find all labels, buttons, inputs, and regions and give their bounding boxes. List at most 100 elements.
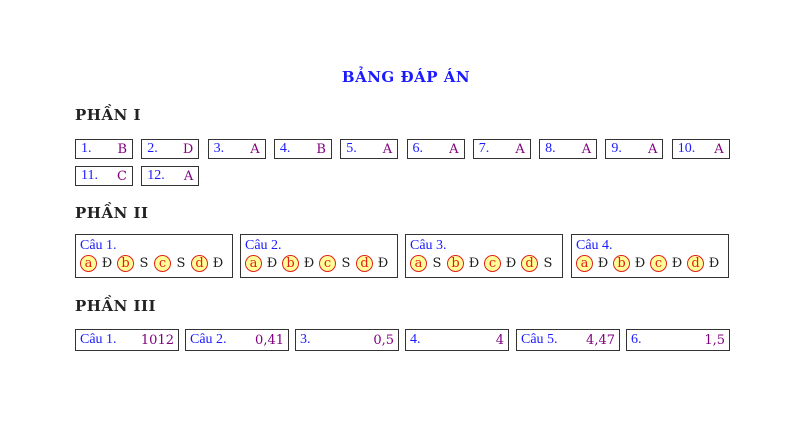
option-circle: a xyxy=(410,255,427,272)
part3-heading: PHẦN III xyxy=(75,297,157,315)
question-label: Câu 2. xyxy=(245,238,282,253)
question-number: 11. xyxy=(81,168,98,183)
short-answer-box: 4.4 xyxy=(405,329,509,351)
question-number: 6. xyxy=(412,141,424,156)
option-value: Đ xyxy=(303,256,315,271)
short-answer-box: Câu 1. 1012 xyxy=(75,329,179,351)
answer: B xyxy=(117,141,127,157)
option-circle: c xyxy=(319,255,336,272)
answer: A xyxy=(250,141,260,157)
question-label: 4. xyxy=(410,332,421,347)
option-circle: a xyxy=(80,255,97,272)
answer: A xyxy=(714,141,724,157)
option-value: Đ xyxy=(671,256,683,271)
question-number: 4. xyxy=(279,141,291,156)
question-label: 6. xyxy=(631,332,642,347)
question-number: 10. xyxy=(677,141,696,156)
question-number: 8. xyxy=(545,141,556,156)
option-circle: b xyxy=(282,255,299,272)
option-value: Đ xyxy=(597,256,609,271)
option-value: Đ xyxy=(266,256,278,271)
answer: 0,41 xyxy=(255,332,284,348)
answer-box: 7. A xyxy=(472,139,531,159)
option-circle: d xyxy=(687,255,704,272)
answer-box: 8. A xyxy=(539,139,598,159)
question-number: 2. xyxy=(147,141,158,156)
answer: 4 xyxy=(495,332,504,348)
question-label: Câu 1. xyxy=(80,238,117,253)
answer-box: 2. D xyxy=(141,139,200,159)
answer: B xyxy=(316,141,326,157)
option-circle: a xyxy=(576,255,593,272)
answer-box: 3. A xyxy=(207,139,266,159)
option-circle: c xyxy=(650,255,667,272)
answer-box: 1. B xyxy=(75,139,133,159)
question-number: 9. xyxy=(611,141,622,156)
answer-box: 11. C xyxy=(75,166,133,186)
page-title: BẢNG ĐÁP ÁN xyxy=(341,68,471,86)
option-value: Đ xyxy=(505,256,517,271)
part2-heading: PHẦN II xyxy=(75,204,149,222)
answer: A xyxy=(515,141,525,157)
option-value: Đ xyxy=(212,256,224,271)
question-number: 5. xyxy=(346,141,357,156)
answer: C xyxy=(117,168,127,184)
option-value: Đ xyxy=(708,256,720,271)
short-answer-box: Câu 2. 0,41 xyxy=(185,329,289,351)
answer-box: 10. A xyxy=(671,139,730,159)
question-number: 12. xyxy=(147,168,165,183)
option-value: Đ xyxy=(377,256,389,271)
answer: 1,5 xyxy=(704,332,725,348)
question-label: 3. xyxy=(300,332,311,347)
short-answer-box: 3. 0,5 xyxy=(295,329,399,351)
answer-box: 12.A xyxy=(141,166,200,186)
option-value: S xyxy=(432,256,442,271)
question-label: Câu 3. xyxy=(410,238,447,253)
question-label: Câu 4. xyxy=(576,238,613,253)
answer: 1012 xyxy=(140,332,174,348)
answer: 4,47 xyxy=(586,332,615,348)
option-circle: b xyxy=(447,255,464,272)
short-answer-box: Câu 5. 4,47 xyxy=(516,329,620,351)
answer: 0,5 xyxy=(373,332,394,348)
option-circle: d xyxy=(356,255,373,272)
short-answer-box: 6. 1,5 xyxy=(626,329,730,351)
option-circle: b xyxy=(613,255,630,272)
option-value: S xyxy=(176,256,186,271)
question-label: Câu 2. xyxy=(190,332,227,347)
answer: D xyxy=(182,141,194,157)
question-number: 1. xyxy=(81,141,92,156)
option-value: S xyxy=(139,256,149,271)
option-circle: c xyxy=(154,255,171,272)
option-circle: c xyxy=(484,255,501,272)
answer-box: 5. A xyxy=(340,139,399,159)
question-label: Câu 5. xyxy=(521,332,558,347)
answer-box: 9. A xyxy=(605,139,664,159)
option-value: Đ xyxy=(634,256,646,271)
question-label: Câu 1. xyxy=(80,332,117,347)
answer: A xyxy=(449,141,459,157)
answer: A xyxy=(382,141,393,157)
option-circle: b xyxy=(117,255,134,272)
question-number: 3. xyxy=(213,141,225,156)
option-value: S xyxy=(543,256,553,271)
option-circle: d xyxy=(191,255,208,272)
answer-box: 6. A xyxy=(406,139,465,159)
part1-heading: PHẦN I xyxy=(75,106,142,124)
option-circle: a xyxy=(245,255,262,272)
option-value: Đ xyxy=(101,256,113,271)
answer: A xyxy=(648,141,658,157)
option-value: S xyxy=(341,256,351,271)
question-number: 7. xyxy=(478,141,490,156)
answer-box: 4. B xyxy=(273,139,332,159)
option-value: Đ xyxy=(468,256,480,271)
option-circle: d xyxy=(521,255,538,272)
answer: A xyxy=(581,141,592,157)
